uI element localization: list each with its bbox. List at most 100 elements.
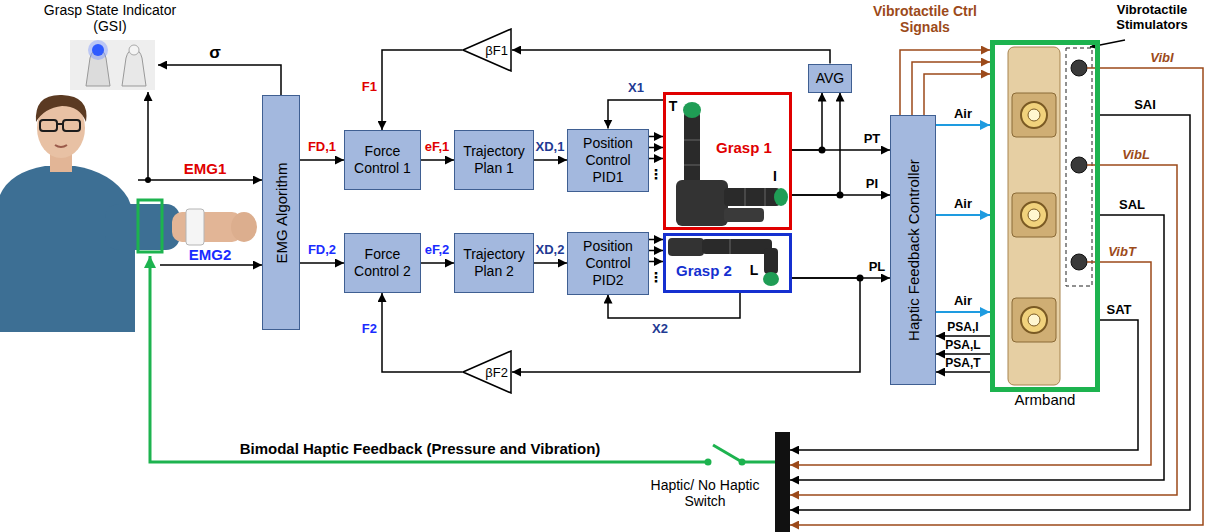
signal-connector [300,263,344,264]
signal-label: XD,1 [536,140,565,155]
node-text: Trajectory Plan 2 [459,246,529,280]
signal-label: PSA,I [947,321,978,335]
triangle-shape [463,351,511,393]
connector-line [649,136,663,138]
gain-triangle: βF1 [462,28,512,72]
node-text: Grasp 2 [676,262,732,279]
signal-connector [608,100,663,129]
connector-line [936,214,990,216]
connector-line [649,261,663,263]
signal-connector [900,50,990,115]
signal-connector [300,160,344,161]
process-box: Position Control PID2 [567,232,649,295]
signal-label: VibT [1108,245,1136,260]
node-text: EMG Algorithm [273,162,290,263]
figure-heading: Grasp State Indicator (GSI) [35,2,185,34]
node-text: βF1 [485,42,508,59]
node-text: Position Control PID1 [572,135,644,186]
signal-label: PL [869,260,886,275]
armband-box: Armband [990,40,1100,392]
signal-label: FD,1 [308,140,336,155]
user-photo [0,95,257,332]
signal-connector [936,336,990,337]
connector-line [382,50,462,130]
signal-connector [512,50,830,64]
signal-label: eF,1 [425,140,450,155]
robot-grasp-box: Grasp 1 [663,92,792,230]
connector-line [300,262,344,264]
signal-connector [382,50,462,130]
signal-connector [649,240,663,262]
connector-line [382,293,462,372]
signal-label: X1 [628,81,644,96]
connector-line [792,149,890,151]
process-box: AVG [808,64,852,93]
node-text: βF2 [485,364,508,381]
signal-connector [792,195,890,196]
connector-line [512,50,830,64]
process-box: EMG Algorithm [262,95,300,330]
signal-label: FD,2 [308,243,336,258]
signal-label: σ [209,43,221,63]
connector-line [900,50,990,115]
signal-label: Air [954,294,972,309]
node-text: Trajectory Plan 1 [459,143,529,177]
signal-connector [792,93,840,196]
signal-connector [421,263,454,264]
signal-label: SAI [1134,98,1156,113]
signal-label: F1 [362,80,377,95]
node-text: Position Control PID2 [572,238,644,289]
node-text: Haptic Feedback Controller [905,159,922,341]
signal-connector [792,278,890,279]
signal-label: EMG2 [189,246,232,263]
process-box: Trajectory Plan 1 [454,130,534,190]
process-box: Haptic Feedback Controller [890,115,936,385]
triangle-shape [463,29,511,71]
robot-grasp-box: Grasp 2 [663,233,792,293]
node-text: Armband [995,391,1095,408]
signal-label: EMG1 [184,160,227,177]
robot-hand-grasp-1 [676,102,788,226]
switch-label: Haptic/ No Haptic Switch [645,477,765,509]
signal-label: Air [954,107,972,122]
part-label: Vibrotactile Stimulators [1102,3,1202,33]
connector-line [936,335,990,337]
signal-label: PSA,L [945,339,980,353]
connector-line [936,353,990,355]
signal-connector [936,354,990,355]
signal-connector [912,62,990,115]
ellipsis-mark: ⋮ [649,269,663,285]
finger-label: T [669,98,678,114]
signal-label: VibL [1122,148,1150,163]
connector-line [649,147,663,149]
connector-line [534,262,567,264]
sensor-wires [790,68,1203,525]
connector-line [912,62,990,115]
connector-line [300,159,344,161]
ellipsis-mark: ⋮ [649,166,663,182]
signal-label: SAT [1106,303,1131,318]
connector-line [608,293,740,318]
signal-connector [936,372,990,373]
connector-line [421,159,454,161]
connector-line [792,93,822,151]
signal-bus-bar [775,432,790,532]
signal-connector [792,150,890,151]
robot-hand-grasp-2 [668,238,779,286]
signal-label: PT [864,132,881,147]
connector-line [649,250,663,252]
emg-wires [138,65,281,265]
signal-label: F2 [362,322,377,337]
signal-label: eF,2 [425,243,450,258]
process-box: Trajectory Plan 2 [454,233,534,293]
connector-line [649,239,663,241]
armband-picture [1008,47,1092,385]
connector-line [792,93,840,196]
node-text: Grasp 1 [716,139,772,156]
signal-label: PSA,T [945,357,980,371]
signal-group-label: Vibrotactile Ctrl Signals [860,3,990,35]
finger-label: L [750,262,759,278]
connector-line [936,311,990,313]
